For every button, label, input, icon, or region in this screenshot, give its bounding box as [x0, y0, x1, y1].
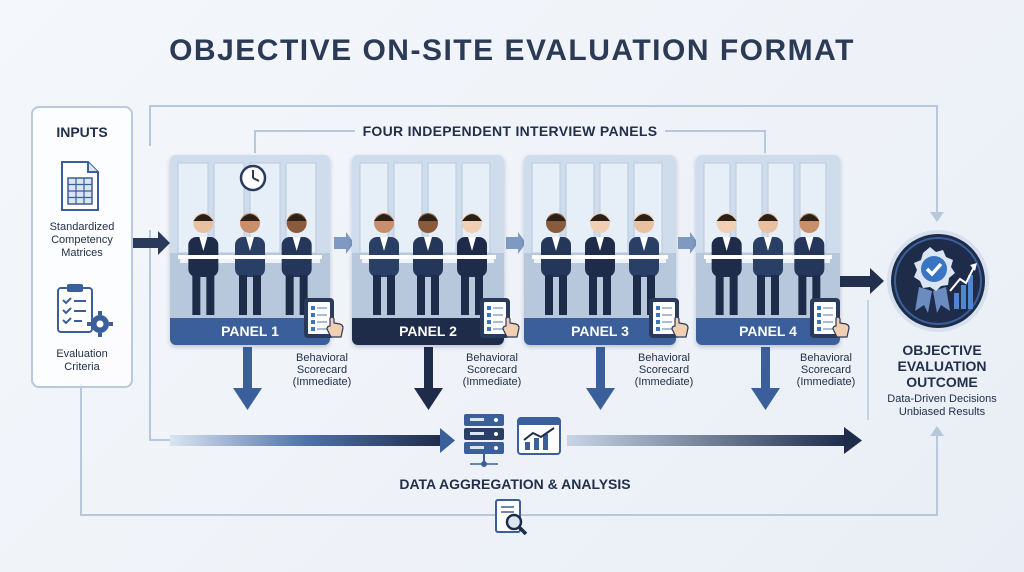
outcome-title-line: OUTCOME: [906, 374, 978, 390]
meeting-scene-image: [524, 155, 676, 345]
outcome-title-line: EVALUATION: [897, 358, 987, 374]
server-database-icon: [464, 414, 504, 467]
panel-label-bar: PANEL 4: [696, 318, 840, 345]
scorecard-tablet-icon: [810, 298, 850, 338]
scorecard-line: (Immediate): [462, 376, 522, 388]
panel-label: PANEL 4: [739, 323, 797, 339]
page-title: OBJECTIVE ON-SITE EVALUATION FORMAT: [169, 34, 855, 67]
outcome-title: OBJECTIVE EVALUATION OUTCOME: [870, 342, 1014, 390]
inputs-heading: INPUTS: [56, 124, 108, 140]
meeting-scene-image: [352, 155, 504, 345]
panel-label: PANEL 1: [221, 323, 279, 339]
outcome-detail-line: Data-Driven Decisions: [887, 393, 997, 405]
scorecard-line: Behavioral: [296, 352, 348, 364]
scorecard-tablet-icon: [649, 298, 689, 338]
scorecard-label-3: Behavioral Scorecard (Immediate): [624, 352, 704, 388]
interview-panel-2: PANEL 2: [352, 155, 504, 345]
panel-label-bar: PANEL 1: [170, 318, 330, 345]
inputs-box: [31, 106, 133, 388]
scorecard-line: Behavioral: [638, 352, 690, 364]
outcome-details: Data-Driven Decisions Unbiased Results: [860, 393, 1024, 419]
input-label-criteria: Evaluation Criteria: [56, 348, 108, 373]
document-search-icon: [495, 499, 528, 536]
scorecard-line: (Immediate): [292, 376, 352, 388]
scorecard-line: Scorecard: [296, 364, 348, 376]
scorecard-label-2: Behavioral Scorecard (Immediate): [452, 352, 532, 388]
aggregation-label: DATA AGGREGATION & ANALYSIS: [399, 476, 631, 492]
meeting-scene-image: [696, 155, 840, 345]
scorecard-line: Scorecard: [800, 364, 852, 376]
spreadsheet-icon: [61, 161, 99, 211]
scorecard-label-1: Behavioral Scorecard (Immediate): [282, 352, 362, 388]
panel-label: PANEL 2: [399, 323, 457, 339]
input-label-competency: Standardized Competency Matrices: [49, 221, 115, 259]
scorecard-line: Behavioral: [466, 352, 518, 364]
scorecard-line: Behavioral: [800, 352, 852, 364]
clipboard-gear-icon: [57, 284, 113, 337]
panel-label-bar: PANEL 2: [352, 318, 504, 345]
interview-panel-4: PANEL 4: [696, 155, 840, 345]
interview-panel-3: PANEL 3: [524, 155, 676, 345]
scorecard-line: Scorecard: [466, 364, 518, 376]
scorecard-label-4: Behavioral Scorecard (Immediate): [786, 352, 866, 388]
interview-panel-1: PANEL 1: [170, 155, 330, 345]
scorecard-tablet-icon: [480, 298, 520, 338]
clock-icon: [239, 164, 267, 192]
panels-heading: FOUR INDEPENDENT INTERVIEW PANELS: [362, 123, 658, 139]
scorecard-line: (Immediate): [634, 376, 694, 388]
outcome-badge-icon: [887, 230, 989, 332]
scorecard-tablet-icon: [304, 298, 344, 338]
scorecard-line: Scorecard: [638, 364, 690, 376]
outcome-title-line: OBJECTIVE: [902, 342, 982, 358]
panel-label: PANEL 3: [571, 323, 629, 339]
scorecard-line: (Immediate): [796, 376, 856, 388]
meeting-scene-image: [170, 155, 330, 345]
analytics-chart-icon: [517, 417, 561, 455]
outcome-detail-line: Unbiased Results: [898, 406, 986, 418]
